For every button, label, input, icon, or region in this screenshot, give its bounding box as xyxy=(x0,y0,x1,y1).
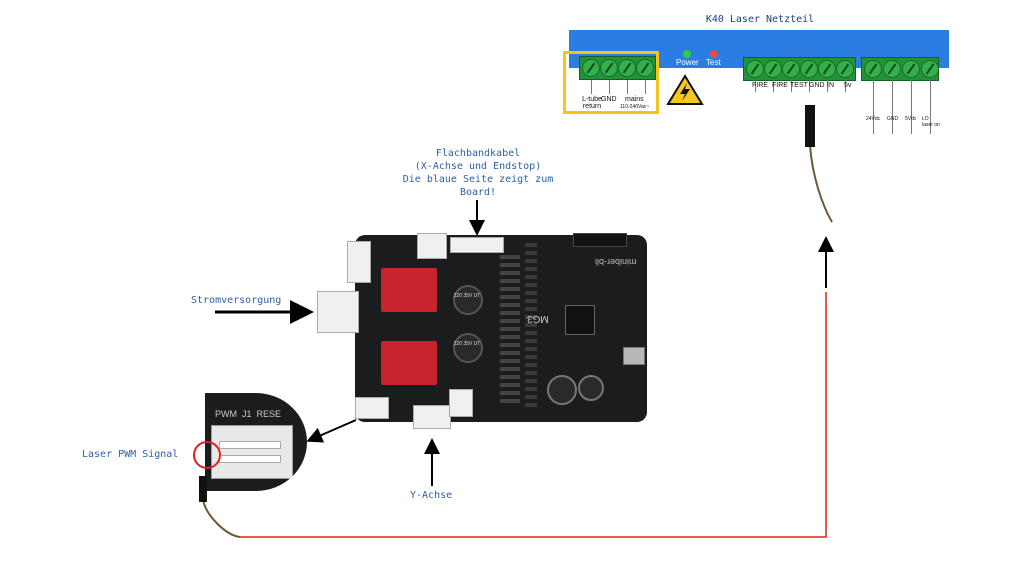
zoom-arrow xyxy=(306,419,357,443)
jst-connector xyxy=(449,389,473,417)
pin-header xyxy=(500,255,520,405)
terminal-label-fire1: FIRE xyxy=(752,82,768,89)
ribbon-connector xyxy=(450,237,504,253)
terminal-label-24vdc: 24Vdc xyxy=(866,116,881,122)
terminal-label-mains: mains xyxy=(625,96,644,103)
mains-highlight-box xyxy=(563,51,659,114)
capacitor xyxy=(453,333,483,363)
pwm-connector xyxy=(355,397,389,419)
terminal-screw xyxy=(883,60,901,78)
terminal-screw xyxy=(836,60,854,78)
high-voltage-warning-icon xyxy=(666,74,704,105)
terminal-screw xyxy=(636,59,654,77)
y-axis-label: Y-Achse xyxy=(410,490,453,501)
pin-header xyxy=(525,243,537,408)
power-supply-label: Stromversorgung xyxy=(191,295,282,306)
terminal-label-test: TEST xyxy=(790,82,808,89)
ribbon-label-line1: Flachbandkabel xyxy=(435,148,521,159)
terminal-label-in: IN xyxy=(827,82,834,89)
zoom-label-j1: J1 xyxy=(242,409,252,419)
ribbon-cable-label: Flachbandkabel (X-Achse und Endstop) Die… xyxy=(398,147,558,199)
zoom-label-reset: RESE xyxy=(256,409,282,419)
terminal-label-gnd3: GND xyxy=(887,116,899,122)
pwm-wire xyxy=(240,292,827,538)
test-led-label: Test xyxy=(706,58,721,67)
terminal-screw xyxy=(921,60,939,78)
terminal-label-5vdc: 5Vdc xyxy=(905,116,917,122)
microcontroller-chip xyxy=(565,305,595,335)
terminal-label-gnd2: GND xyxy=(809,82,825,89)
pwm-pin-highlight xyxy=(193,441,221,469)
terminal-label-mains-sub: 110-240Vac~ xyxy=(620,104,650,110)
wire-end-board xyxy=(202,476,241,538)
zoom-connector xyxy=(211,425,293,479)
capacitor-label: 220 35V UT xyxy=(453,341,481,347)
stepper-driver-y xyxy=(381,341,437,385)
zoom-label-pwm: PWM xyxy=(215,409,237,419)
usb-port xyxy=(623,347,645,365)
capacitor xyxy=(547,375,577,405)
ribbon-label-line3: Die blaue Seite zeigt zum xyxy=(402,174,554,185)
capacitor xyxy=(453,285,483,315)
stepper-driver-x xyxy=(381,268,437,312)
ribbon-label-line4: Board! xyxy=(459,187,497,198)
capacitor xyxy=(578,375,604,401)
zoom-label-row: PWM J1 RESE xyxy=(215,409,281,419)
power-led-label: Power xyxy=(676,58,699,67)
pwm-connector-zoom: PWM J1 RESE xyxy=(205,393,307,491)
psu-title: K40 Laser Netzteil xyxy=(705,14,815,25)
test-led xyxy=(710,50,718,58)
terminal-screw xyxy=(864,60,882,78)
terminal-label-ltube: L-tube return xyxy=(582,96,602,110)
terminal-label-5v: 5v xyxy=(844,82,852,89)
ribbon-label-line2: (X-Achse und Endstop) xyxy=(414,161,542,172)
header-connector xyxy=(573,233,627,247)
terminal-label-laser-on: LO laser on xyxy=(922,116,940,128)
power-led xyxy=(683,50,691,58)
wire-end-psu xyxy=(809,144,833,223)
controller-board: 220 35V UT 220 35V UT miniber-bli MG3 xyxy=(317,233,647,429)
terminal-label-fire2: FIRE xyxy=(772,82,788,89)
capacitor-label: 220 35V UT xyxy=(453,293,481,299)
terminal-screw xyxy=(902,60,920,78)
jst-connector xyxy=(417,233,447,259)
pwm-signal-label: Laser PWM Signal xyxy=(82,449,179,460)
terminal-label-gnd: GND xyxy=(601,96,617,103)
jst-connector xyxy=(347,241,371,283)
power-connector xyxy=(317,291,359,333)
y-axis-connector xyxy=(413,405,451,429)
